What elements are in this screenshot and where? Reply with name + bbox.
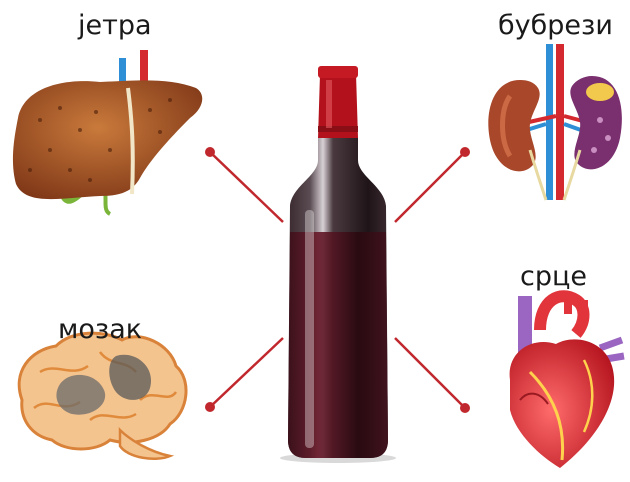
connector-brain (205, 338, 283, 412)
label-brain: мозак (58, 316, 142, 343)
label-heart: срце (520, 263, 587, 290)
label-liver: јетра (78, 12, 152, 39)
kidneys-icon (488, 44, 622, 200)
wine-bottle-icon (280, 66, 396, 463)
brain-icon (19, 333, 186, 459)
label-kidneys: бубрези (498, 12, 613, 39)
liver-icon (13, 50, 202, 214)
connector-kidneys (395, 147, 470, 222)
connector-liver (205, 147, 283, 222)
connector-heart (395, 338, 470, 413)
heart-icon (510, 292, 624, 468)
